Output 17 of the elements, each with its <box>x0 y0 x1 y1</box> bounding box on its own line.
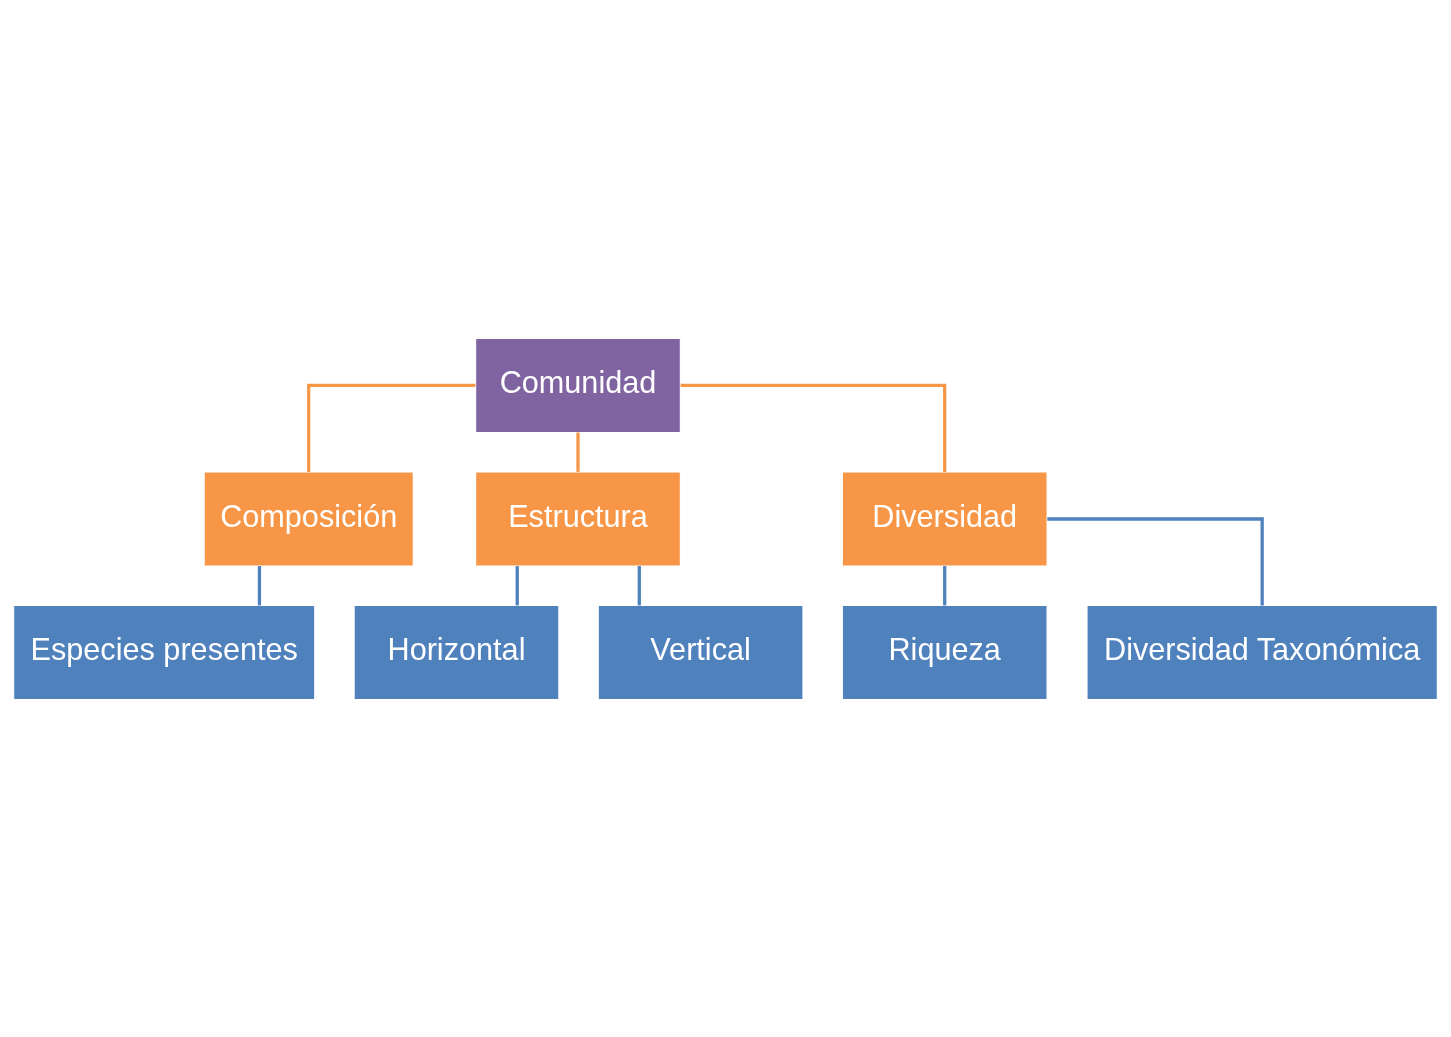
node-box: Horizontal <box>353 604 560 700</box>
connector <box>307 383 476 472</box>
connector <box>576 432 580 472</box>
connector <box>680 383 947 472</box>
node-box: Diversidad <box>841 470 1048 567</box>
node-box: Estructura <box>475 470 681 567</box>
node-box: Composición <box>203 470 414 567</box>
node-box: Especies presentes <box>13 604 316 700</box>
connector <box>1047 516 1264 605</box>
node-box: Comunidad <box>475 337 681 433</box>
node-box: Diversidad Taxonómica <box>1086 604 1438 700</box>
node-box: Riqueza <box>841 604 1048 700</box>
connector <box>515 565 519 605</box>
connector <box>637 565 641 605</box>
node-box: Vertical <box>597 604 804 700</box>
connector <box>943 565 947 605</box>
connector <box>257 565 262 605</box>
